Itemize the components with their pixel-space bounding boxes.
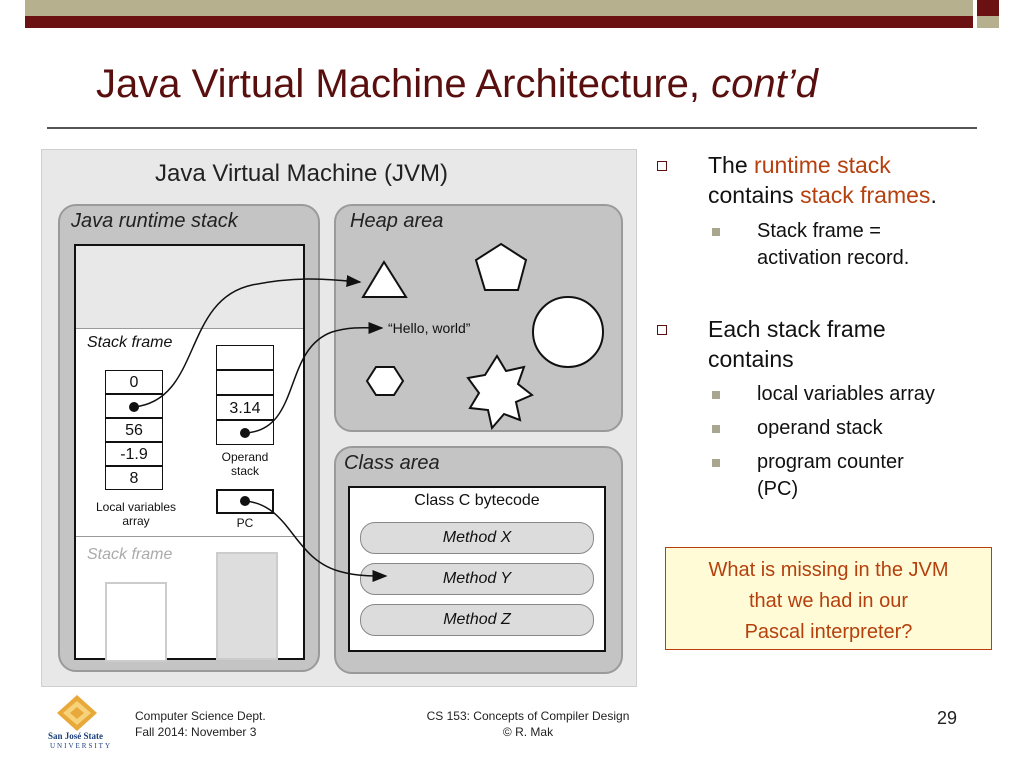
operand-caption-2: stack [230, 464, 259, 478]
class-bytecode-title: Class C bytecode [414, 492, 540, 509]
local-vars-caption: Local variables array [82, 500, 190, 528]
sub-bullet-line: (PC) [757, 478, 799, 500]
jvm-diagram: Java Virtual Machine (JVM) Java runtime … [41, 149, 637, 687]
hello-string: “Hello, world” [388, 320, 471, 336]
slide-title: Java Virtual Machine Architecture, cont’… [96, 62, 818, 107]
top-bar-stripe [25, 16, 973, 28]
local-variables-array: 0 56 -1.9 8 [105, 370, 163, 490]
sjsu-logo-icon [57, 695, 97, 731]
b2-line: contains [708, 346, 794, 372]
b1-period: . [930, 182, 937, 208]
b1-text-2: contains [708, 182, 801, 208]
operand-caption-1: Operand [221, 450, 269, 464]
operand-cell: 3.14 [216, 395, 274, 420]
heap-label: Heap area [350, 210, 444, 232]
footer-course: CS 153: Concepts of Compiler Design [426, 709, 630, 723]
local-var-cell: 56 [105, 418, 163, 442]
b1-accent-runtime-stack: runtime stack [754, 152, 891, 178]
sub-bullet-line: activation record. [757, 247, 910, 269]
runtime-stack-label: Java runtime stack [71, 210, 238, 232]
bullet-square-open [657, 161, 667, 171]
question-line: that we had in our [749, 590, 908, 612]
sub-bullet-activation-record: Stack frame = activation record. [757, 218, 909, 272]
hexagon-object [365, 366, 405, 396]
sub-bullet-line: Stack frame = [757, 220, 881, 242]
circle-object [532, 296, 604, 368]
sub-bullet-line: program counter [757, 451, 904, 473]
footer-author: © R. Mak [502, 725, 554, 739]
corner-square [977, 0, 999, 16]
sub-bullet-square [712, 459, 720, 467]
sub-bullet-square [712, 425, 720, 433]
arrow-to-triangle [133, 275, 362, 408]
b1-accent-stack-frames: stack frames [800, 182, 931, 208]
stack-empty-area [76, 246, 303, 329]
triangle-object [361, 260, 408, 298]
bullet-square-open [657, 325, 667, 335]
stack-divider-2 [76, 536, 303, 537]
sub-bullet-operand-stack: operand stack [757, 417, 883, 439]
pentagon-object [474, 242, 528, 291]
operand-cell [216, 370, 274, 395]
local-vars-caption-2: array [122, 514, 150, 528]
local-var-cell: 0 [105, 370, 163, 394]
faded-operand-stack [216, 552, 278, 660]
sub-bullet-square [712, 391, 720, 399]
bullet-stack-frame-contains: Each stack frame contains [708, 314, 886, 374]
operand-caption: Operand stack [210, 450, 280, 478]
faded-local-vars [105, 582, 167, 662]
title-text: Java Virtual Machine Architecture, [96, 62, 712, 106]
local-var-cell: -1.9 [105, 442, 163, 466]
question-line: What is missing in the JVM [708, 559, 949, 581]
local-var-cell: 8 [105, 466, 163, 490]
top-bar [25, 0, 973, 16]
title-divider [47, 127, 977, 129]
pc-caption: PC [236, 516, 254, 530]
operand-cell [216, 345, 274, 370]
operand-stack: 3.14 [216, 345, 274, 445]
title-italic-text: cont’d [711, 62, 818, 106]
jvm-title: Java Virtual Machine (JVM) [155, 160, 448, 187]
question-line: Pascal interpreter? [744, 621, 913, 643]
sub-bullet-square [712, 228, 720, 236]
stack-divider [76, 328, 303, 329]
b1-text: The [708, 152, 755, 178]
method-y: Method Y [360, 563, 594, 595]
sub-bullet-program-counter: program counter (PC) [757, 449, 904, 503]
class-label: Class area [344, 452, 440, 474]
corner-square-lower [977, 16, 999, 28]
arrow-to-method-y [244, 500, 388, 582]
arrow-to-hello [244, 321, 384, 434]
stack-frame-label-faded: Stack frame [87, 546, 173, 563]
question-callout: What is missing in the JVM that we had i… [665, 547, 992, 650]
sub-bullet-local-vars: local variables array [757, 383, 935, 405]
method-x: Method X [360, 522, 594, 554]
star-object [466, 354, 534, 431]
footer-dept: Computer Science Dept. [135, 709, 266, 723]
local-vars-caption-1: Local variables [95, 500, 177, 514]
sjsu-logo-text: San José State [48, 731, 104, 741]
method-z: Method Z [360, 604, 594, 636]
page-number: 29 [937, 708, 958, 728]
stack-frame-label: Stack frame [87, 334, 173, 351]
bullet-runtime-stack: The runtime stack contains stack frames. [708, 150, 998, 210]
footer-date: Fall 2014: November 3 [135, 725, 257, 739]
diagram-graphics [129, 242, 604, 582]
sjsu-logo-subtext: UNIVERSITY [50, 742, 112, 750]
b2-line: Each stack frame [708, 316, 886, 342]
sjsu-logo [57, 695, 97, 731]
